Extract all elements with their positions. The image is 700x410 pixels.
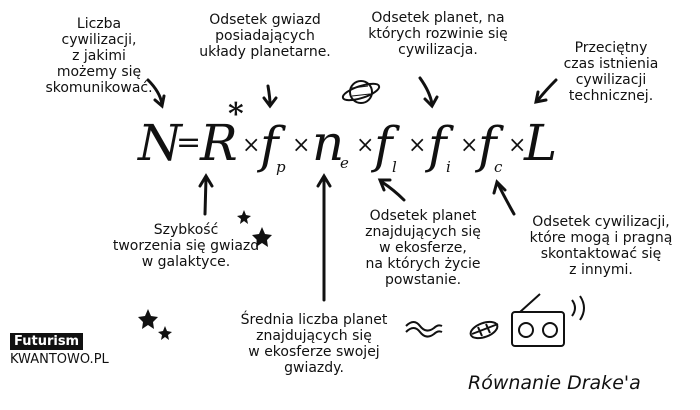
radio-icon bbox=[511, 293, 585, 347]
annotation-R: Szybkość tworzenia się gwiazd w galaktyc… bbox=[112, 222, 260, 270]
arrow-R bbox=[203, 176, 208, 216]
arrow-fp-head bbox=[262, 96, 278, 109]
arrow-fc bbox=[496, 182, 516, 216]
eq-star-sup: * bbox=[228, 97, 244, 132]
annotation-ne: Średnia liczba planet znajdujących się w… bbox=[240, 312, 388, 376]
eq-times-6: × bbox=[508, 133, 526, 158]
eq-R: R bbox=[199, 114, 238, 172]
arrow-fi bbox=[418, 76, 434, 106]
star-icons bbox=[138, 210, 272, 340]
arrow-fl bbox=[380, 180, 406, 202]
worm-icon bbox=[405, 321, 443, 338]
eq-times-2: × bbox=[292, 133, 310, 158]
eq-sub-l: l bbox=[392, 158, 397, 176]
arrow-ne-head bbox=[316, 173, 332, 188]
annotation-fc: Odsetek cywilizacji, które mogą i pragną… bbox=[529, 214, 673, 278]
star-icon bbox=[252, 227, 272, 247]
arrow-fl-head bbox=[377, 178, 392, 192]
kwantowo-logo: KWANTOWO.PL bbox=[10, 352, 109, 367]
arrows bbox=[146, 76, 558, 302]
star-icon bbox=[138, 309, 158, 329]
annotation-fi: Odsetek planet, na których rozwinie się … bbox=[368, 10, 508, 58]
eq-sub-i: i bbox=[446, 158, 451, 176]
arrow-fi-head bbox=[423, 95, 439, 109]
arrow-L-head bbox=[534, 90, 548, 104]
arrow-fc-head bbox=[492, 179, 507, 195]
eq-sub-p: p bbox=[276, 158, 286, 176]
eq-times-1: × bbox=[242, 133, 260, 158]
annotation-fp: Odsetek gwiazd posiadających układy plan… bbox=[199, 12, 331, 60]
arrow-R-head bbox=[198, 173, 214, 188]
annotation-L: Przeciętny czas istnienia cywilizacji te… bbox=[563, 40, 659, 104]
annotation-fl: Odsetek planet znajdujących się w ekosfe… bbox=[365, 208, 481, 288]
arrow-N-head bbox=[153, 94, 166, 109]
eq-sub-e: e bbox=[340, 154, 349, 172]
arrow-L bbox=[536, 78, 558, 102]
page-title: Równanie Drake'a bbox=[468, 372, 641, 394]
fossil-icon bbox=[469, 320, 499, 340]
eq-times-5: × bbox=[460, 133, 478, 158]
eq-n-e: n bbox=[312, 114, 344, 172]
futurism-logo: Futurism bbox=[10, 333, 84, 350]
saturn-icon bbox=[341, 80, 381, 104]
eq-L: L bbox=[523, 114, 557, 172]
annotation-N: Liczba cywilizacji, z jakimi możemy się … bbox=[45, 16, 153, 96]
eq-equals: = bbox=[176, 125, 201, 160]
star-icon bbox=[237, 210, 251, 224]
star-icon bbox=[158, 326, 172, 340]
eq-times-3: × bbox=[356, 133, 374, 158]
eq-N: N bbox=[137, 114, 184, 172]
arrow-fp bbox=[266, 84, 272, 106]
eq-times-4: × bbox=[408, 133, 426, 158]
eq-sub-c: c bbox=[494, 158, 503, 176]
